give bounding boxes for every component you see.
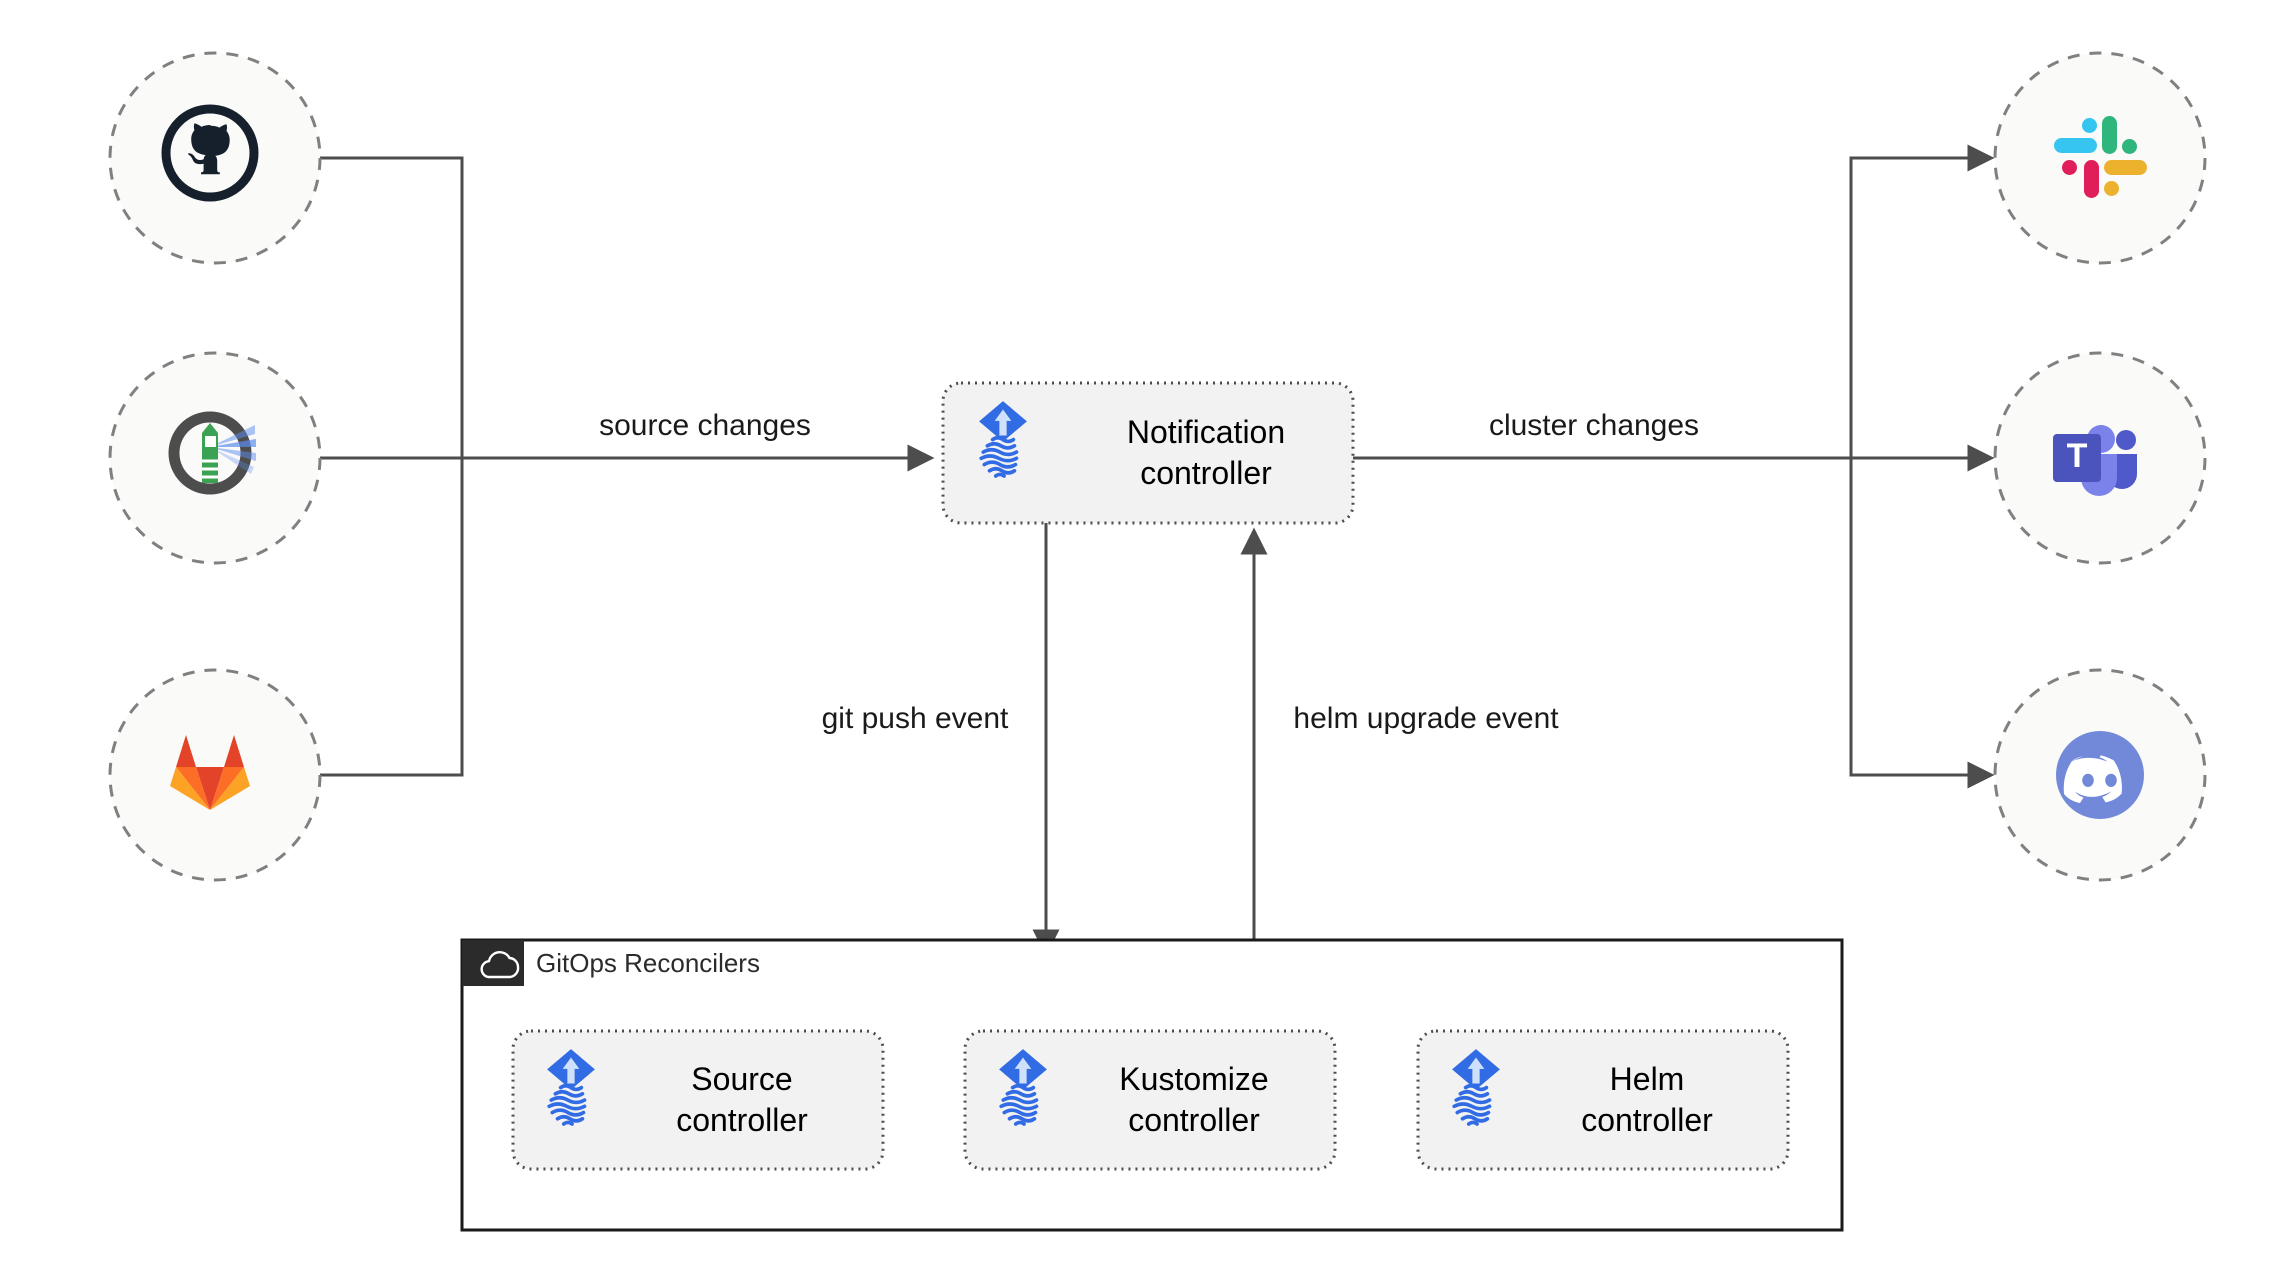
destination-nodes bbox=[1993, 51, 2207, 882]
edge-bus-to-discord bbox=[1849, 458, 1995, 789]
notification-controller-label-line1: Notification bbox=[1127, 414, 1285, 450]
reconciler-node-helm-controller[interactable]: Helm controller bbox=[1416, 1029, 1790, 1171]
notification-controller-label-line2: controller bbox=[1140, 455, 1272, 491]
destination-node-slack[interactable] bbox=[1993, 51, 2207, 265]
source-controller-label-line2: controller bbox=[676, 1102, 808, 1138]
edge-bus-to-slack bbox=[1849, 144, 1995, 458]
helm-controller-label-line2: controller bbox=[1581, 1102, 1713, 1138]
edge-label-git-push-event: git push event bbox=[822, 702, 1009, 735]
edge-label-source-changes: source changes bbox=[599, 409, 811, 442]
discord-icon bbox=[2056, 731, 2144, 819]
edge-github-to-bus bbox=[320, 156, 464, 458]
gitops-reconcilers-container: GitOps Reconcilers Source controller Kus… bbox=[460, 938, 1844, 1232]
destination-node-discord[interactable] bbox=[1993, 668, 2207, 882]
source-nodes bbox=[108, 51, 322, 882]
source-node-gitlab[interactable] bbox=[108, 668, 322, 882]
edge-label-helm-upgrade-event: helm upgrade event bbox=[1293, 702, 1559, 735]
source-controller-label-line1: Source bbox=[691, 1061, 792, 1097]
source-node-github[interactable] bbox=[108, 51, 322, 265]
source-node-lighthouse[interactable] bbox=[108, 351, 322, 565]
destination-node-teams[interactable] bbox=[1993, 351, 2207, 565]
helm-controller-label-line1: Helm bbox=[1610, 1061, 1685, 1097]
notification-controller-node[interactable]: Notification controller bbox=[941, 381, 1355, 525]
gitops-container-title: GitOps Reconcilers bbox=[536, 948, 760, 978]
edge-gitlab-to-bus bbox=[320, 458, 464, 777]
edge-label-cluster-changes: cluster changes bbox=[1489, 409, 1699, 442]
reconciler-node-source-controller[interactable]: Source controller bbox=[511, 1029, 885, 1171]
reconciler-node-kustomize-controller[interactable]: Kustomize controller bbox=[963, 1029, 1337, 1171]
edge-label-layer: source changes cluster changes git push … bbox=[575, 404, 1728, 743]
kustomize-controller-label-line1: Kustomize bbox=[1119, 1061, 1268, 1097]
kustomize-controller-label-line2: controller bbox=[1128, 1102, 1260, 1138]
